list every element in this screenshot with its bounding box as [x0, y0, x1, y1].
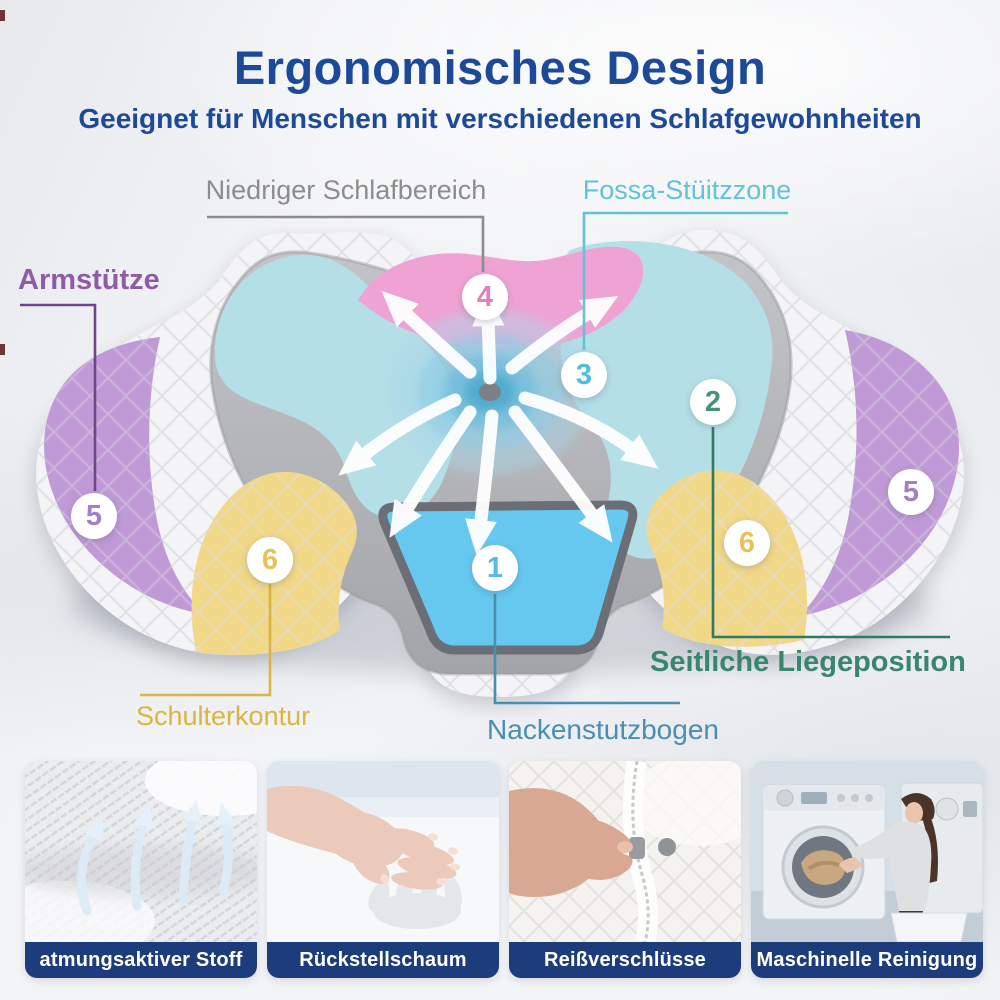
feature-caption-foam: Rückstellschaum — [267, 942, 499, 978]
page-subtitle: Geeignet für Menschen mit verschiedenen … — [78, 103, 922, 134]
label-armstuetze: Armstütze — [18, 264, 160, 296]
leader-lines — [20, 211, 950, 705]
feature-memory-foam: Rückstellschaum — [267, 761, 499, 978]
marker-5-left: 5 — [71, 493, 117, 539]
memory-foam-photo — [267, 761, 499, 942]
marker-1: 1 — [472, 545, 518, 591]
armrest-zone-right — [800, 330, 960, 616]
marker-6-left: 6 — [247, 537, 293, 583]
feature-machine-wash: Maschinelle Reinigung — [751, 761, 983, 978]
label-nackenstutzbogen: Nackenstutzbogen — [487, 714, 719, 745]
shoulder-zone-right — [646, 470, 808, 647]
marker-2: 2 — [690, 379, 736, 425]
marker-5-right: 5 — [888, 469, 934, 515]
leader-seitliche — [711, 427, 950, 639]
washing-machine-photo — [751, 761, 983, 943]
label-seitliche-liegeposition: Seitliche Liegeposition — [650, 646, 966, 678]
feature-caption-wash: Maschinelle Reinigung — [751, 942, 983, 978]
breathable-fabric-photo — [25, 761, 257, 961]
leader-schulterkontur — [140, 584, 272, 697]
label-schulterkontur: Schulterkontur — [136, 701, 311, 731]
leader-armstuetze — [20, 303, 97, 491]
leader-niedriger — [207, 215, 485, 272]
feature-breathable-fabric: atmungsaktiver Stoff — [25, 761, 257, 978]
armrest-zone-left — [44, 337, 204, 614]
edge-artifact — [0, 344, 5, 355]
feature-caption-zipper: Reißverschlüsse — [509, 942, 741, 978]
leader-nacken — [493, 594, 680, 705]
marker-3: 3 — [561, 352, 607, 398]
feature-tiles: atmungsaktiver Stoff — [25, 761, 983, 978]
page-title: Ergonomisches Design — [233, 41, 767, 94]
leader-fossa — [582, 211, 788, 350]
marker-6-right: 6 — [724, 520, 770, 566]
edge-artifact — [0, 10, 5, 21]
zipper-photo — [509, 761, 741, 945]
label-fossa-stuetzzone: Fossa-Stüitzzone — [582, 175, 792, 205]
feature-zipper: Reißverschlüsse — [509, 761, 741, 978]
pressure-arrows — [338, 290, 659, 556]
feature-caption-breathable: atmungsaktiver Stoff — [25, 942, 257, 978]
label-niedriger-schlafbereich: Niedriger Schlafbereich — [205, 175, 487, 205]
marker-4: 4 — [462, 274, 508, 320]
